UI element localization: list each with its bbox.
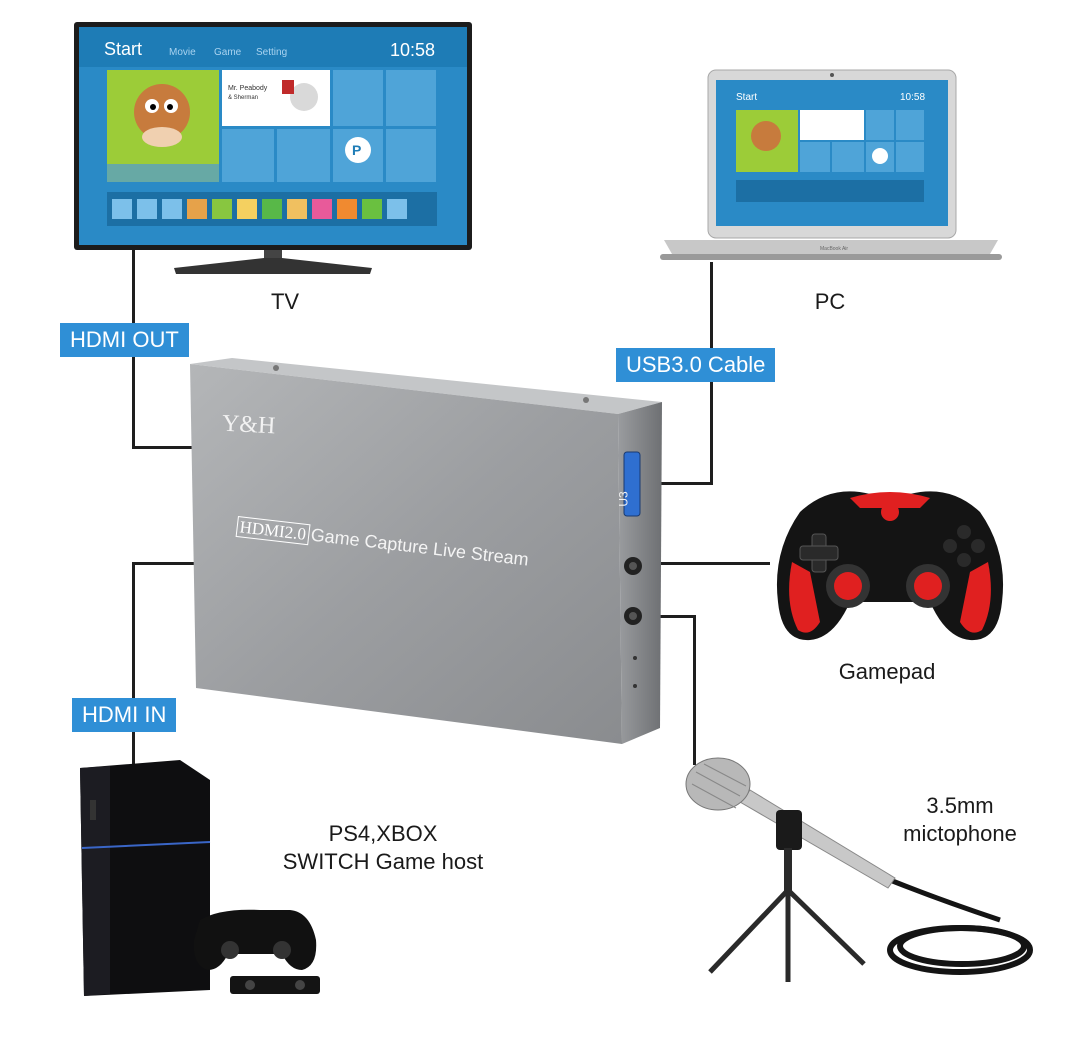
gamepad-label: Gamepad xyxy=(838,659,936,684)
svg-text:Game: Game xyxy=(214,47,242,58)
microphone-label: 3.5mm mictophone xyxy=(880,792,1040,848)
pc-label: PC xyxy=(814,289,846,314)
game-console xyxy=(60,760,320,1010)
capture-box-graphic xyxy=(190,358,662,744)
svg-text:& Sherman: & Sherman xyxy=(228,95,258,101)
svg-text:Movie: Movie xyxy=(169,47,196,58)
console-graphic xyxy=(80,760,320,996)
svg-text:10:58: 10:58 xyxy=(390,40,435,60)
svg-text:Mr. Peabody: Mr. Peabody xyxy=(228,85,268,92)
wire-console-vertical xyxy=(132,562,135,772)
hdmi-in-label: HDMI IN xyxy=(72,698,177,732)
console-label-line2: SWITCH Game host xyxy=(282,849,484,874)
wire-mic-horizontal xyxy=(650,615,695,618)
brand-logo: Y&H xyxy=(221,410,277,440)
tv-label: TV xyxy=(270,289,300,314)
microphone-label-line2: mictophone xyxy=(903,821,1017,846)
laptop-graphic: Start 10:58 MacBook Air xyxy=(660,69,1002,260)
svg-text:10:58: 10:58 xyxy=(900,92,925,103)
wire-console-horizontal xyxy=(132,562,194,565)
tv-graphic: Start Movie Game Setting 10:58 Mr. Peabo… xyxy=(74,22,472,274)
console-label: PS4,XBOX SWITCH Game host xyxy=(258,820,508,876)
microphone xyxy=(680,750,1040,990)
microphone-graphic xyxy=(685,757,1033,982)
wire-mic-vertical xyxy=(693,615,696,765)
svg-text:Start: Start xyxy=(736,92,757,103)
usb-cable-label: USB3.0 Cable xyxy=(616,348,776,382)
wire-pc-horizontal xyxy=(650,482,713,485)
svg-text:Start: Start xyxy=(104,39,142,59)
microphone-label-line1: 3.5mm xyxy=(926,793,994,818)
laptop-brand: MacBook Air xyxy=(820,246,848,252)
hdmi-out-label: HDMI OUT xyxy=(60,323,189,357)
wire-tv-horizontal xyxy=(132,446,194,449)
gamepad xyxy=(770,472,1010,648)
svg-text:Setting: Setting xyxy=(256,47,287,58)
laptop: Start 10:58 MacBook Air xyxy=(660,68,1002,264)
wire-gamepad xyxy=(650,562,770,565)
tv: Start Movie Game Setting 10:58 Mr. Peabo… xyxy=(74,22,472,280)
console-label-line1: PS4,XBOX xyxy=(328,821,438,846)
usb-port-label: U3 xyxy=(616,491,631,507)
gamepad-graphic xyxy=(776,491,1004,641)
svg-text:P: P xyxy=(352,142,361,158)
